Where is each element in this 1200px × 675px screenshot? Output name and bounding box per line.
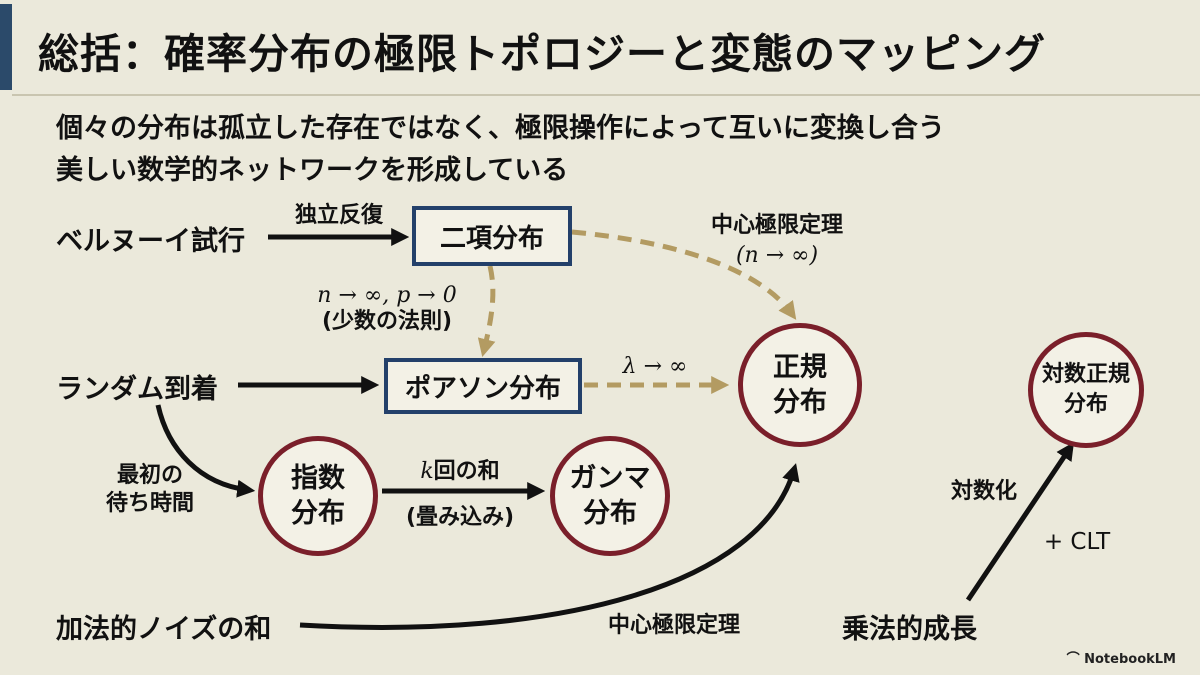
arrow-additive-noise-to-normal — [299, 463, 800, 630]
node-normal-line2: 分布 — [773, 387, 827, 418]
notebooklm-icon: ⌒ — [1066, 652, 1085, 667]
node-poisson-label: ポアソン分布 — [404, 373, 561, 404]
node-exponential-line1: 指数 — [291, 463, 345, 494]
label-independent-repeat: 独立反復 — [294, 203, 383, 228]
node-gamma: ガンマ 分布 — [550, 436, 670, 556]
source-additive-noise: 加法的ノイズの和 — [56, 614, 272, 645]
arrow-arrival-to-exponential — [155, 404, 256, 498]
label-first-wait-line2: 待ち時間 — [105, 491, 194, 516]
label-k-sum-k: k — [420, 459, 434, 484]
node-lognormal-line2: 分布 — [1063, 392, 1108, 417]
source-multiplicative-growth: 乗法的成長 — [842, 614, 977, 645]
label-clt-top-condition: (n → ∞) — [735, 243, 819, 268]
label-plus-clt: + CLT — [1043, 529, 1111, 555]
page-title: 総括：確率分布の極限トポロジーと変態のマッピング — [38, 30, 1046, 78]
node-exponential: 指数 分布 — [258, 436, 378, 556]
label-convolution: (畳み込み) — [405, 505, 515, 530]
label-lambda-limit: λ → ∞ — [622, 354, 688, 379]
source-bernoulli: ベルヌーイ試行 — [56, 226, 245, 257]
label-k-sum-rest: 回の和 — [433, 459, 500, 484]
node-gamma-line2: 分布 — [583, 498, 637, 529]
node-exponential-line2: 分布 — [291, 498, 345, 529]
notebooklm-logo: ⌒ NotebookLM — [1067, 648, 1176, 667]
node-poisson: ポアソン分布 — [384, 358, 582, 414]
node-gamma-line1: ガンマ — [569, 463, 651, 494]
label-log-transform: 対数化 — [950, 479, 1017, 504]
node-normal-line1: 正規 — [773, 352, 827, 383]
title-accent-bar — [0, 4, 12, 90]
subtitle-line-1: 個々の分布は孤立した存在ではなく、極限操作によって互いに変換し合う — [56, 113, 945, 144]
label-first-wait: 最初の 待ち時間 — [86, 462, 214, 518]
label-first-wait-line1: 最初の — [116, 463, 183, 488]
branding-text: NotebookLM — [1084, 652, 1176, 667]
label-poisson-limit-note: (少数の法則) — [321, 309, 453, 334]
label-k-sum: k回の和 — [392, 458, 528, 486]
node-binomial: 二項分布 — [412, 206, 572, 266]
node-lognormal-line1: 対数正規 — [1041, 362, 1130, 387]
arrow-binomial-to-poisson — [477, 265, 496, 357]
label-clt-top: 中心極限定理 — [710, 213, 843, 238]
subtitle-line-2: 美しい数学的ネットワークを形成している — [56, 155, 569, 186]
source-random-arrival: ランダム到着 — [56, 374, 218, 405]
arrow-binomial-to-normal — [571, 229, 797, 320]
label-poisson-limit: n → ∞, p → 0 — [317, 283, 457, 308]
arrow-multiplicative-to-lognormal — [965, 442, 1075, 602]
node-binomial-label: 二項分布 — [439, 223, 544, 254]
subtitle: 個々の分布は孤立した存在ではなく、極限操作によって互いに変換し合う 美しい数学的… — [56, 108, 945, 192]
label-clt-bottom: 中心極限定理 — [607, 613, 740, 638]
title-divider — [12, 94, 1200, 96]
node-normal: 正規 分布 — [738, 323, 862, 447]
node-lognormal: 対数正規 分布 — [1028, 332, 1144, 448]
